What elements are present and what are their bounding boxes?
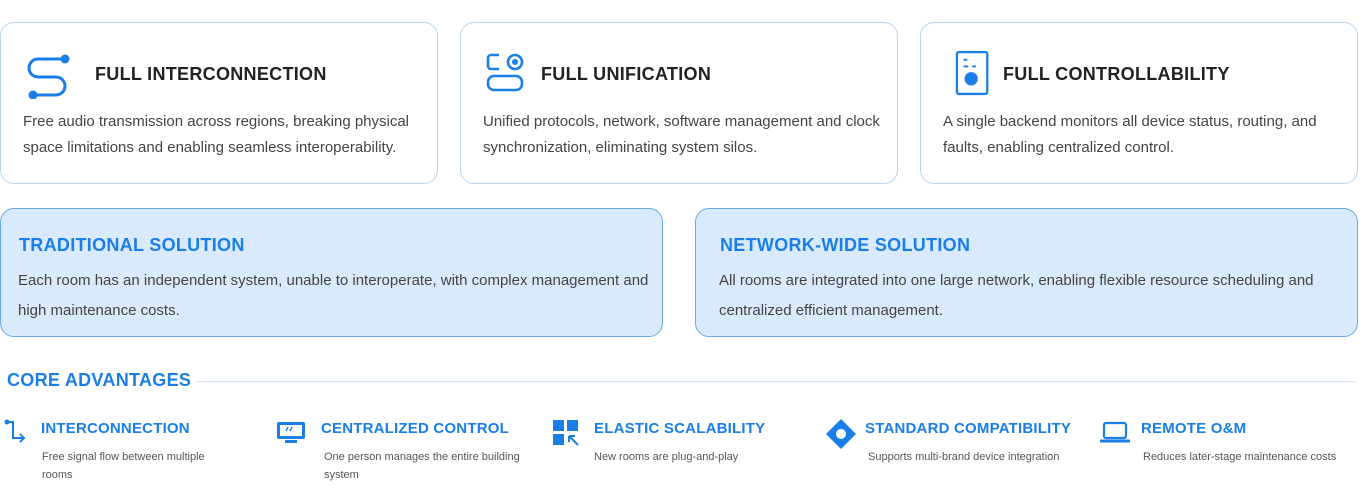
advantage-title: ELASTIC SCALABILITY xyxy=(594,420,766,437)
card-description: A single backend monitors all device sta… xyxy=(943,113,1317,156)
advantage-title: INTERCONNECTION xyxy=(41,420,190,437)
card-title: FULL UNIFICATION xyxy=(541,63,712,84)
card-title: FULL INTERCONNECTION xyxy=(95,63,327,84)
diamond-icon xyxy=(825,418,856,449)
advantage-description: One person manages the entire building s… xyxy=(324,451,520,481)
control-panel-icon xyxy=(943,49,993,99)
solution-title: NETWORK-WIDE SOLUTION xyxy=(720,235,971,255)
card-title: FULL CONTROLLABILITY xyxy=(1003,63,1230,84)
feature-card-unification: FULL UNIFICATION Unified protocols, netw… xyxy=(460,22,898,184)
feature-card-controllability: FULL CONTROLLABILITY A single backend mo… xyxy=(920,22,1358,184)
connection-arrow-icon xyxy=(4,418,32,446)
route-icon xyxy=(23,49,73,99)
advantage-description: Free signal flow between multiple rooms xyxy=(42,451,205,481)
solution-title: TRADITIONAL SOLUTION xyxy=(19,235,245,255)
card-description: Free audio transmission across regions, … xyxy=(23,113,410,156)
solution-description: All rooms are integrated into one large … xyxy=(719,272,1314,319)
advantage-title: REMOTE O&M xyxy=(1141,420,1247,437)
divider xyxy=(196,381,1356,382)
feature-card-interconnection: FULL INTERCONNECTION Free audio transmis… xyxy=(0,22,438,184)
core-advantages-heading: CORE ADVANTAGES xyxy=(7,370,192,390)
laptop-icon xyxy=(1099,418,1131,446)
traditional-solution-box: TRADITIONAL SOLUTION Each room has an in… xyxy=(0,208,663,337)
toggle-stack-icon xyxy=(483,49,533,99)
advantage-description: Reduces later-stage maintenance costs xyxy=(1143,451,1337,463)
monitor-icon xyxy=(276,418,305,446)
advantage-description: New rooms are plug-and-play xyxy=(594,451,739,463)
advantage-title: CENTRALIZED CONTROL xyxy=(321,420,509,437)
grid-expand-icon xyxy=(552,418,580,446)
advantage-description: Supports multi-brand device integration xyxy=(868,451,1060,463)
solution-description: Each room has an independent system, una… xyxy=(18,272,649,319)
card-description: Unified protocols, network, software man… xyxy=(483,113,880,156)
network-wide-solution-box: NETWORK-WIDE SOLUTION All rooms are inte… xyxy=(695,208,1358,337)
advantage-title: STANDARD COMPATIBILITY xyxy=(865,420,1072,437)
